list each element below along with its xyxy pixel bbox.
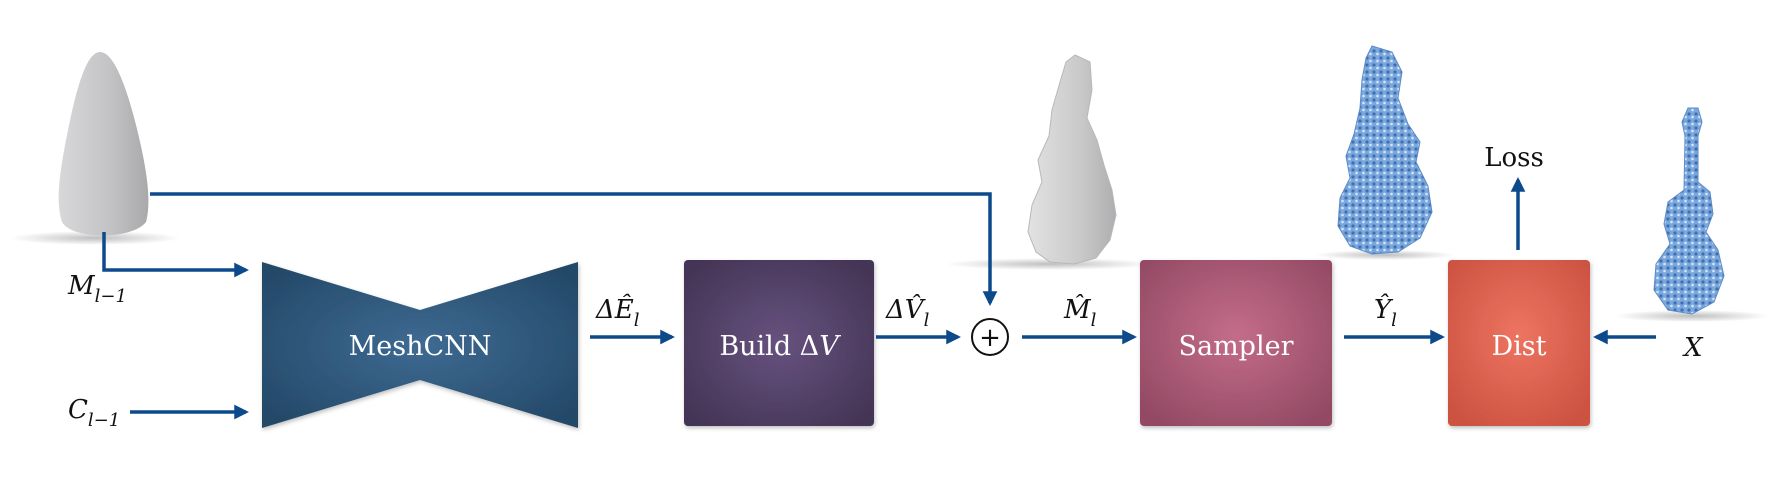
plus-operator: + <box>971 318 1009 356</box>
label-loss: Loss <box>1484 143 1544 173</box>
input-cone-mesh-icon <box>10 52 180 245</box>
build-delta-v-label: Build ΔV <box>719 331 841 362</box>
dist-label: Dist <box>1492 331 1547 362</box>
label-m-prev: Ml−1 <box>67 271 127 307</box>
label-x: X <box>1682 333 1704 363</box>
label-y-hat: Ŷl <box>1374 293 1397 331</box>
deformed-mesh-icon <box>945 54 1155 270</box>
meshcnn-label: MeshCNN <box>349 331 492 362</box>
label-c-prev: Cl−1 <box>68 395 120 431</box>
plus-symbol: + <box>979 323 1001 353</box>
label-delta-e: ΔÊl <box>595 293 640 331</box>
sampled-point-cloud-icon <box>1315 45 1455 260</box>
arrow-mesh-to-meshcnn <box>102 232 249 278</box>
label-m-hat: M̂l <box>1063 294 1097 331</box>
skip-connection-arrow <box>150 192 998 306</box>
dist-block: Dist <box>1448 260 1590 426</box>
sampler-block: Sampler <box>1140 260 1332 426</box>
build-delta-v-block: Build ΔV <box>684 260 874 426</box>
label-delta-v: ΔV̂l <box>885 294 930 331</box>
target-guitar-point-cloud-icon <box>1614 107 1770 322</box>
meshcnn-block: MeshCNN <box>262 262 578 428</box>
sampler-label: Sampler <box>1178 331 1293 362</box>
